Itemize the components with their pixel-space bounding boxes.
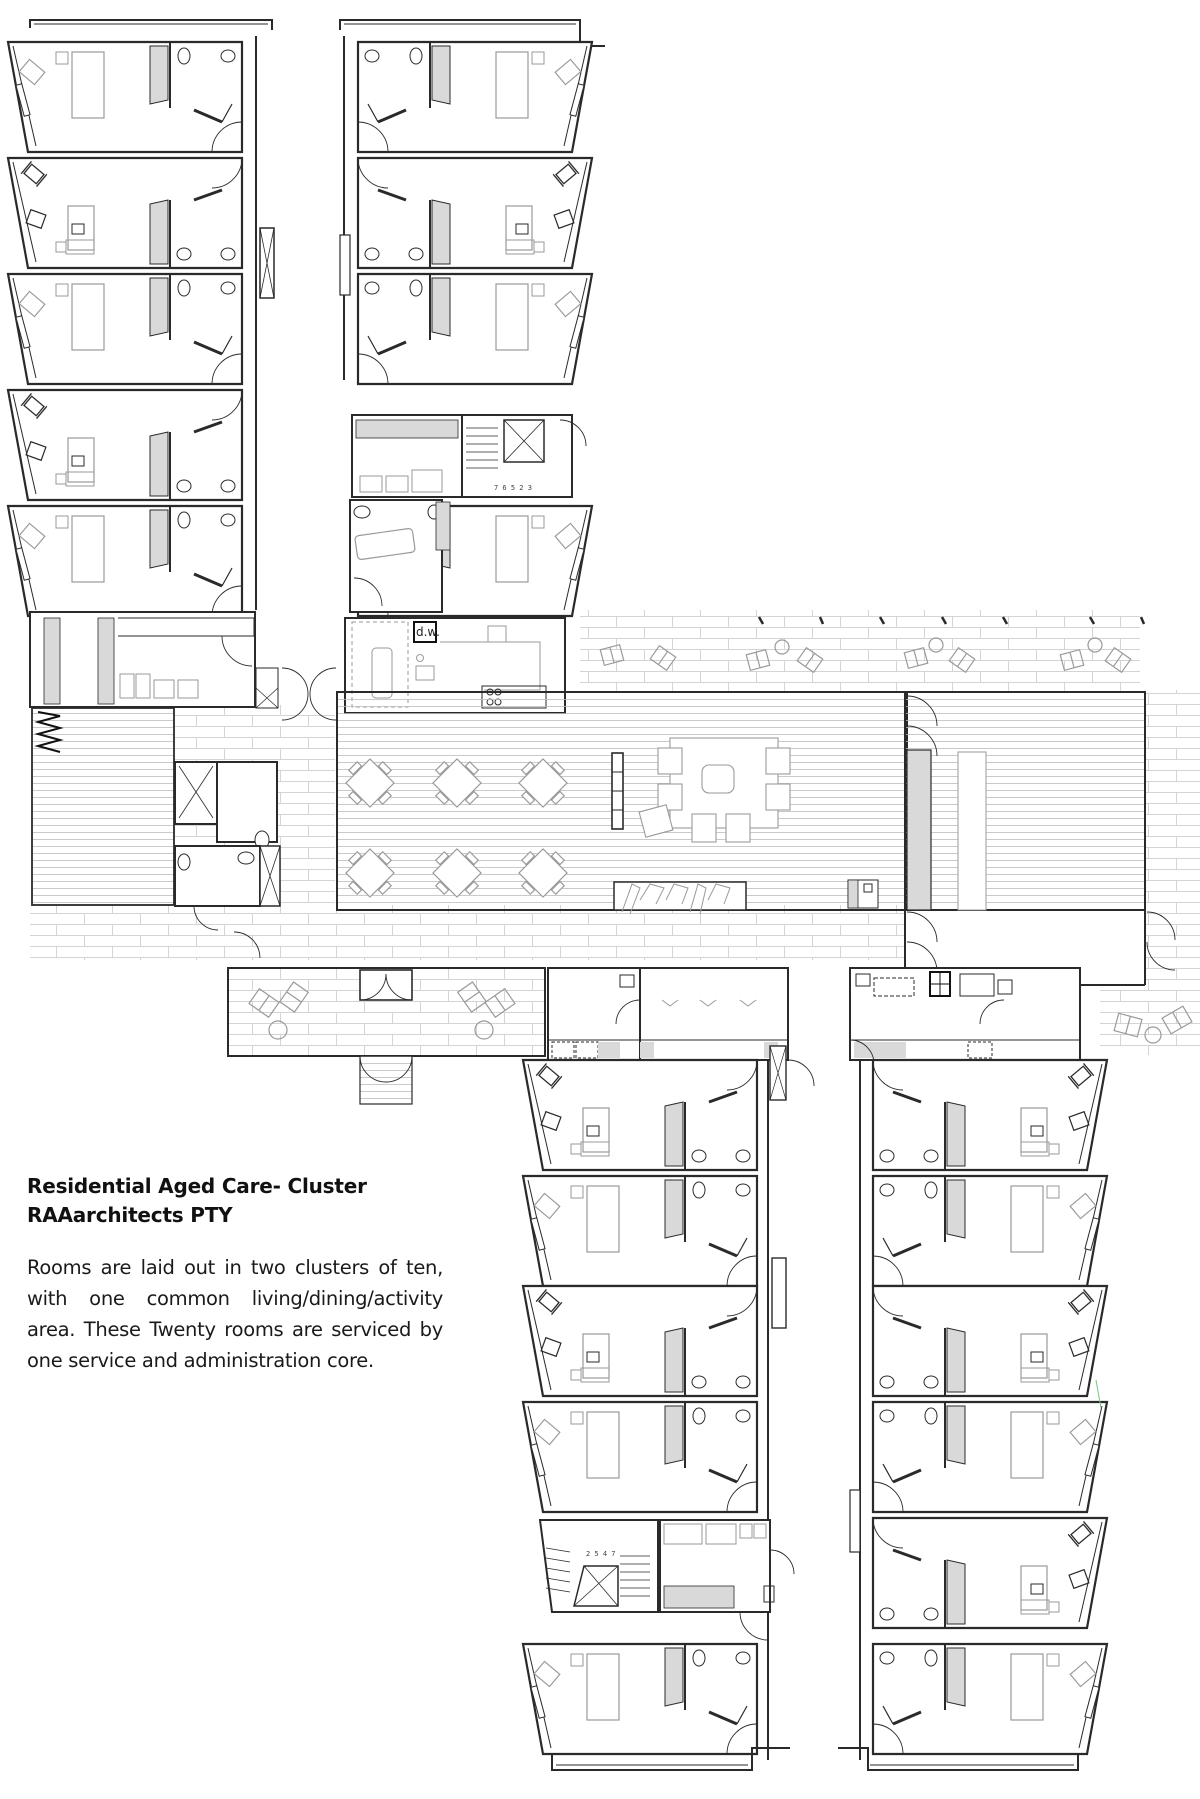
common-living-dining-hall	[336, 691, 908, 915]
west-deck	[31, 707, 175, 906]
room-nw-5	[6, 504, 244, 618]
west-amenities	[174, 761, 281, 959]
north-wing: 7 6 5 2 3 d.w.	[6, 19, 605, 721]
south-service-core	[547, 967, 1081, 1101]
project-title: Residential Aged Care- Cluster RAAarchit…	[27, 1172, 443, 1230]
room-se-5	[871, 1516, 1109, 1630]
room-ne-2	[356, 156, 594, 270]
room-sw-1	[521, 1058, 759, 1172]
room-sw-2	[521, 1174, 759, 1288]
caption-block: Residential Aged Care- Cluster RAAarchit…	[27, 1172, 443, 1376]
svg-text:7 6 5 2 3: 7 6 5 2 3	[494, 484, 532, 492]
room-se-2	[871, 1174, 1109, 1288]
title-line-2: RAAarchitects PTY	[27, 1203, 233, 1227]
room-ne-3	[356, 272, 594, 386]
verandah	[248, 969, 516, 1105]
title-line-1: Residential Aged Care- Cluster	[27, 1174, 367, 1198]
project-description: Rooms are laid out in two clusters of te…	[27, 1256, 443, 1372]
north-stair-lift-core: 7 6 5 2 3	[351, 414, 587, 498]
south-wing: 2 5 4 7	[521, 1058, 1109, 1771]
room-nw-3	[6, 272, 244, 386]
room-sw-4	[521, 1400, 759, 1514]
assisted-bathroom	[349, 499, 451, 613]
room-nw-4	[6, 388, 244, 502]
room-sw-3	[521, 1284, 759, 1398]
green-accent-line	[1095, 1379, 1102, 1409]
east-terrace-seating	[1113, 1005, 1193, 1044]
room-se-1	[871, 1058, 1109, 1172]
east-lounge	[904, 691, 1176, 986]
northwest-service-rooms	[29, 611, 337, 721]
room-nw-2	[6, 156, 244, 270]
room-se-3	[871, 1284, 1109, 1398]
room-ne-1	[356, 40, 594, 154]
dishwasher-label: d.w.	[416, 625, 440, 639]
room-nw-1	[6, 40, 244, 154]
room-sw-5	[521, 1642, 759, 1756]
south-stair-lift-core: 2 5 4 7	[538, 1519, 795, 1641]
room-se-6	[871, 1642, 1109, 1756]
svg-text:2 5 4 7: 2 5 4 7	[586, 1550, 616, 1558]
terrace-bollards	[757, 616, 1146, 625]
room-se-4	[871, 1400, 1109, 1514]
north-terrace-seating	[599, 637, 1132, 674]
